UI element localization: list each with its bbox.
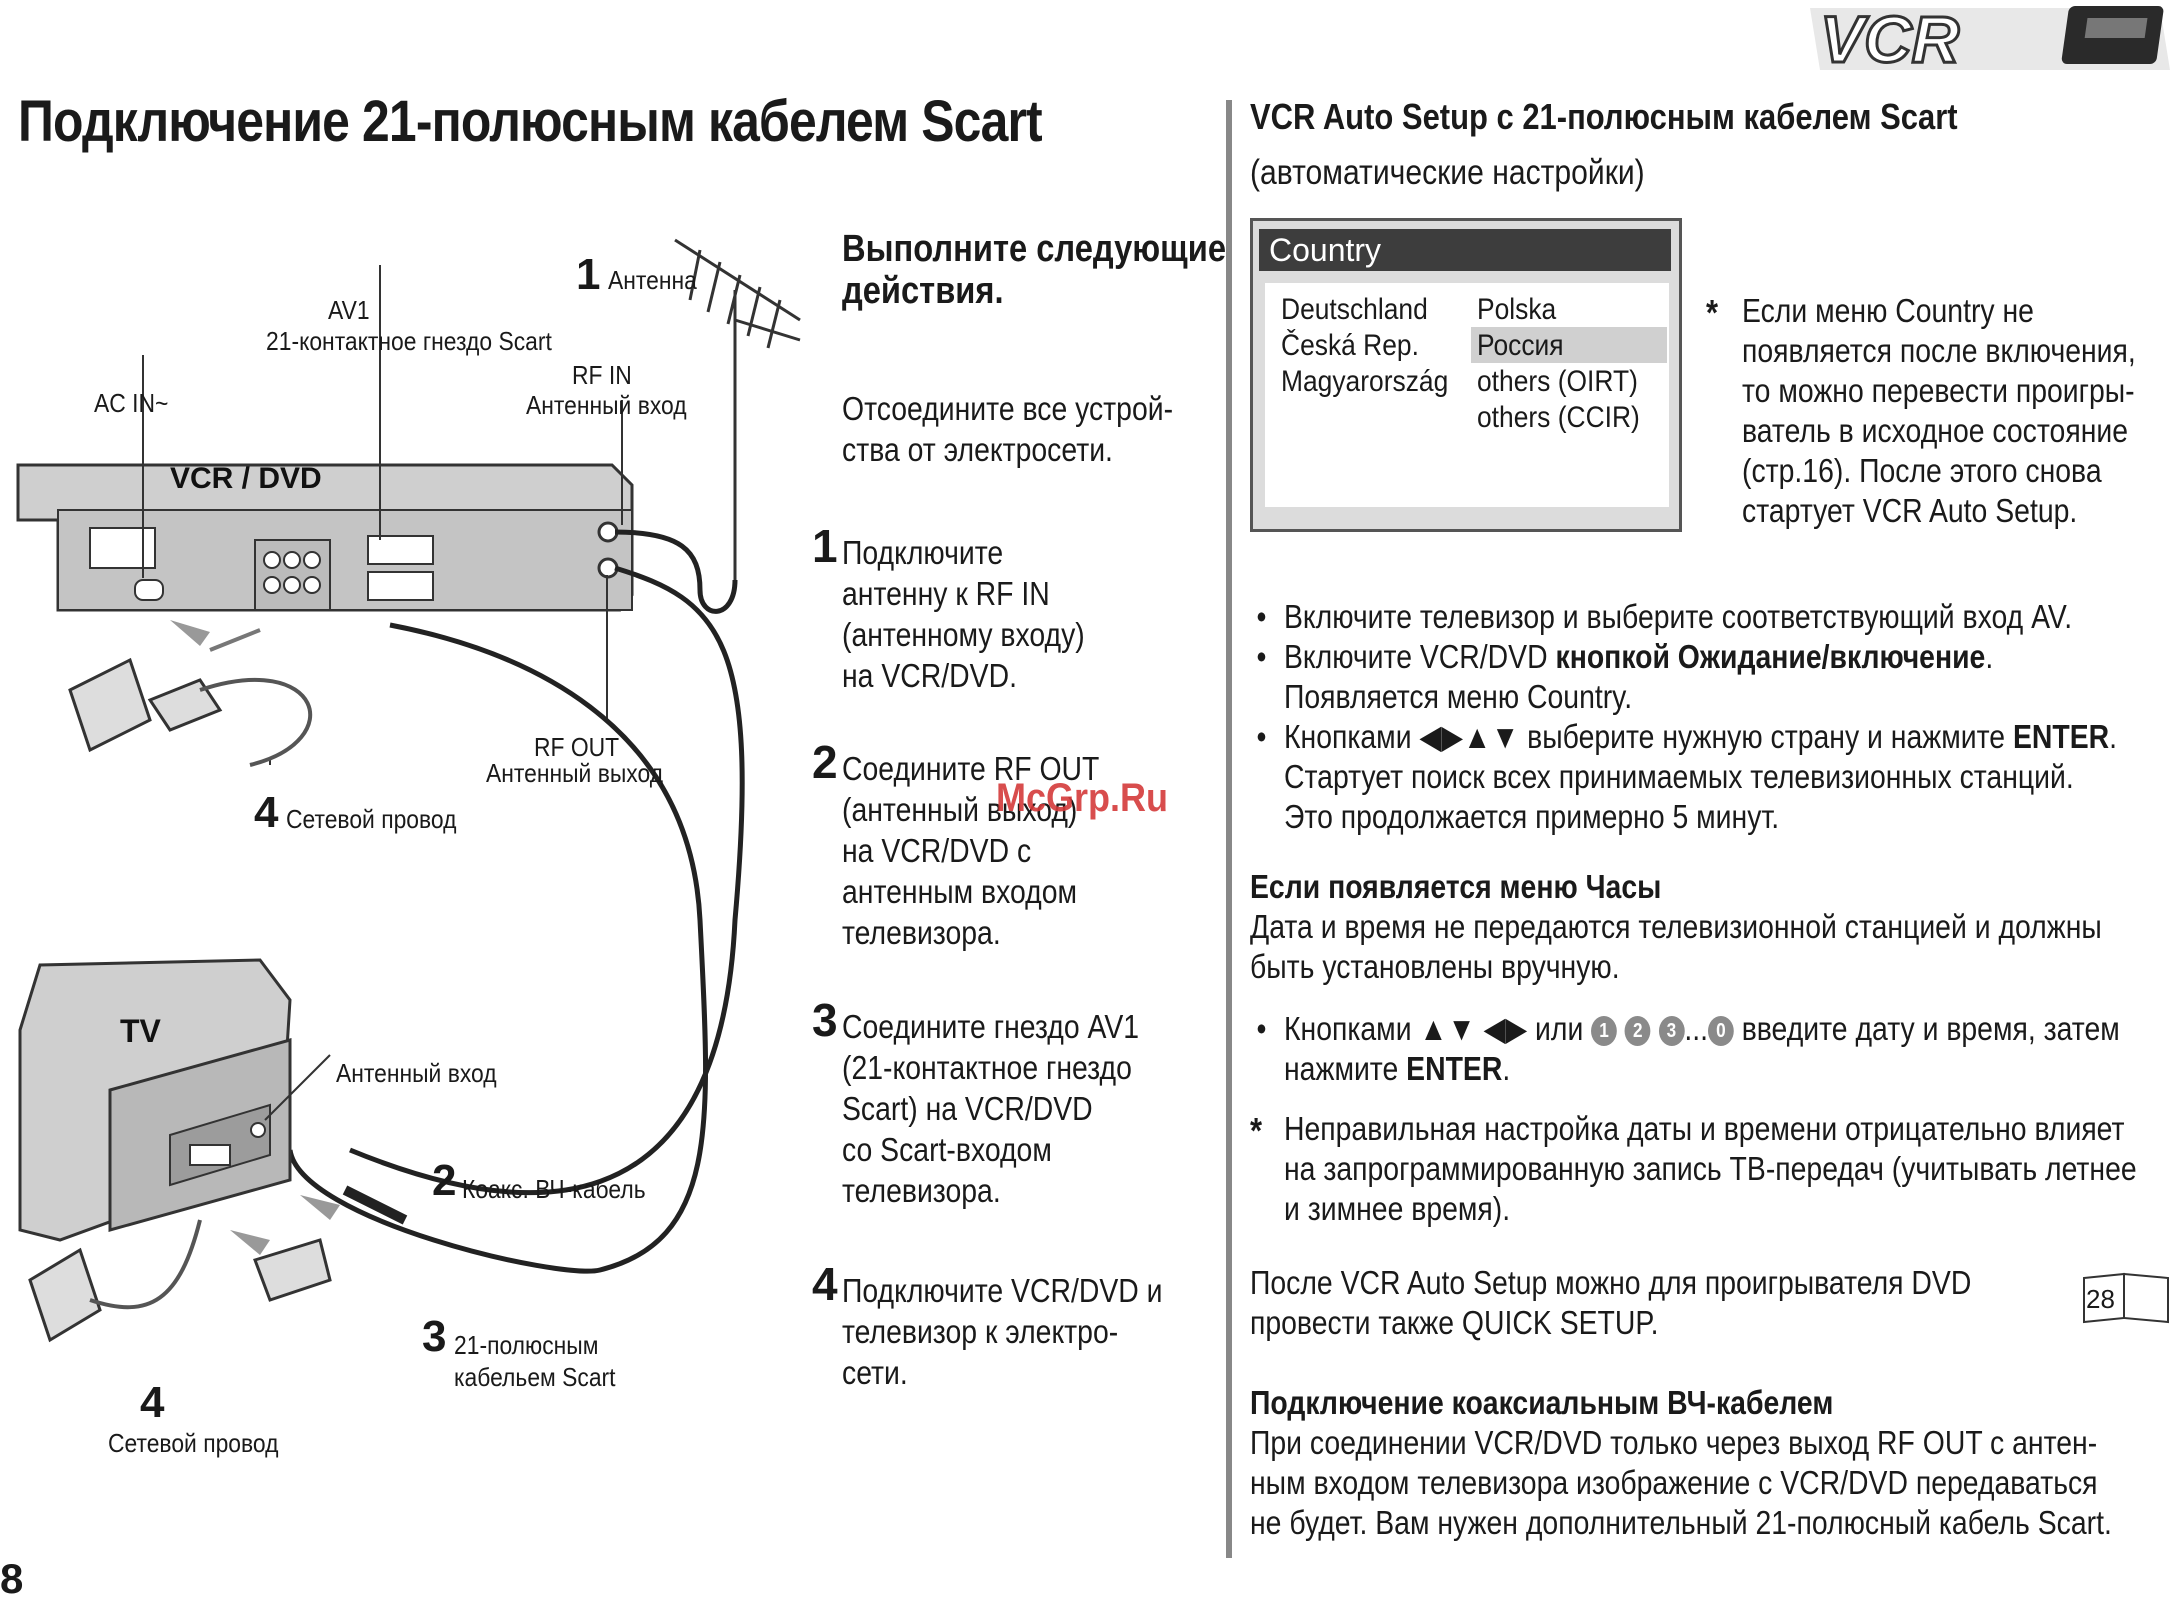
bullet-item: •Включите телевизор и выберите соответст…: [1256, 598, 2073, 635]
rf-out-label: RF OUT: [534, 732, 620, 762]
note-line: стартует VCR Auto Setup.: [1742, 492, 2078, 529]
rf-in-sub-label: Антенный вход: [526, 390, 687, 420]
note-line: Если меню Country не: [1742, 292, 2034, 329]
page-title: Подключение 21-полюсным кабелем Scart: [18, 89, 1043, 154]
clock-heading: Если появляется меню Часы: [1250, 868, 1662, 905]
menu-item[interactable]: Polska: [1477, 293, 1557, 326]
antenna-step-number: 1: [576, 250, 601, 299]
av1-sub-label: 21-контактное гнездо Scart: [266, 326, 552, 356]
page-reference-book-icon: 28: [2080, 1270, 2172, 1326]
warning-line: и зимнее время).: [1284, 1190, 1511, 1227]
menu-item[interactable]: others (OIRT): [1477, 365, 1638, 398]
scart-cable-label-line1: 21-полюсным: [454, 1330, 599, 1360]
menu-item[interactable]: Deutschland: [1281, 293, 1428, 326]
clock-text: быть установлены вручную.: [1250, 948, 1620, 985]
note-line: появляется после включения,: [1742, 332, 2136, 369]
section-subtitle: (автоматические настройки): [1250, 153, 1645, 192]
steps-intro-text: Отсоедините все устрой- ства от электрос…: [842, 390, 1174, 468]
coax-text: При соединении VCR/DVD только через выхо…: [1250, 1424, 2098, 1461]
after-setup-text: После VCR Auto Setup можно для проигрыва…: [1250, 1264, 1972, 1301]
ac-in-label: AC IN~: [94, 388, 169, 418]
step-text: Соедините RF OUT (антенный выход) на VCR…: [842, 750, 1100, 951]
menu-item[interactable]: Česká Rep.: [1281, 329, 1419, 362]
tv-label: TV: [120, 1013, 162, 1049]
vcr-logo-text: VCR: [1820, 2, 1960, 76]
power-plug-icon: [28, 657, 223, 1343]
note-line: (стр.16). После этого снова: [1742, 452, 2102, 489]
note-line: ватель в исходное состояние: [1742, 412, 2129, 449]
step-number: 1: [812, 520, 838, 572]
menu-item[interactable]: Magyarország: [1281, 365, 1449, 398]
tv-power-cord-label: Сетевой провод: [108, 1428, 279, 1458]
step-number: 4: [812, 1258, 838, 1310]
menu-item[interactable]: others (CCIR): [1477, 401, 1640, 434]
av1-label: AV1: [328, 295, 370, 325]
vcr-label: VCR / DVD: [170, 462, 322, 495]
step-item: 4 Подключите VCR/DVD и телевизор к элект…: [812, 1261, 1232, 1393]
note-line: то можно перевести проигры-: [1742, 372, 2135, 409]
bullet-continuation: Это продолжается примерно 5 минут.: [1284, 798, 1780, 835]
coax-heading: Подключение коаксиальным ВЧ-кабелем: [1250, 1384, 1834, 1421]
steps-heading: Выполните следующие действия.: [842, 228, 1226, 312]
bullet-item: •Включите VCR/DVD кнопкой Ожидание/включ…: [1256, 638, 1994, 675]
page-reference-number: 28: [2086, 1284, 2115, 1314]
antenna-icon: [674, 238, 801, 580]
rf-in-label: RF IN: [572, 360, 632, 390]
bullet-item: •Кнопками ◀▶▲▼ выберите нужную страну и …: [1256, 718, 2118, 755]
coax-cable-label: Коакс. ВЧ-кабель: [462, 1174, 646, 1204]
scart-cable-label-line2: кабельем Scart: [454, 1362, 616, 1392]
warning-star: *: [1250, 1110, 1263, 1151]
tv-power-step-number: 4: [140, 1378, 165, 1427]
rf-out-sub-label: Антенный выход: [486, 758, 664, 788]
step-number: 3: [812, 994, 838, 1046]
step-text: Соедините гнездо AV1 (21-контактное гнез…: [842, 1008, 1140, 1209]
clock-text: Дата и время не передаются телевизионной…: [1250, 908, 2102, 945]
column-divider: [1226, 100, 1232, 1558]
watermark: McGrp.Ru: [996, 776, 1169, 820]
step-item: 1 Подключите антенну к RF IN (антенному …: [812, 523, 1232, 696]
step-text: Подключите антенну к RF IN (антенному вх…: [842, 534, 1085, 694]
coax-step-number: 2: [432, 1156, 457, 1205]
bullet-continuation: нажмите ENTER.: [1284, 1050, 1511, 1087]
steps-intro: Отсоедините все устрой- ства от электрос…: [842, 388, 1232, 470]
antenna-label: Антенна: [608, 265, 697, 295]
selected-highlight: [1471, 327, 1667, 363]
bullet-continuation: Стартует поиск всех принимаемых телевизи…: [1284, 758, 2074, 795]
arrow-buttons-icon: ▲▼ ◀▶: [1419, 1010, 1528, 1047]
step-item: 3 Соедините гнездо AV1 (21-контактное гн…: [812, 997, 1232, 1211]
vcr-logo: VCR: [1800, 0, 2177, 80]
power-cord-label: Сетевой провод: [286, 804, 457, 834]
step-item: 2 Соедините RF OUT (антенный выход) на V…: [812, 739, 1232, 953]
step-text: Подключите VCR/DVD и телевизор к электро…: [842, 1272, 1163, 1391]
warning-line: Неправильная настройка даты и времени от…: [1284, 1110, 2125, 1147]
menu-item-selected[interactable]: Россия: [1477, 329, 1564, 362]
coax-text: ным входом телевизора изображение с VCR/…: [1250, 1464, 2098, 1501]
warning-line: на запрограммированную запись ТВ-передач…: [1284, 1150, 2137, 1187]
arrow-buttons-icon: ◀▶▲▼: [1419, 718, 1520, 755]
tv-antenna-in-label: Антенный вход: [336, 1058, 497, 1088]
country-menu: Country Deutschland Česká Rep. Magyarors…: [1250, 218, 1682, 532]
number-button-icon: 1: [1591, 1016, 1617, 1047]
tv-device: [18, 958, 292, 1242]
power-step-number: 4: [254, 788, 279, 837]
number-button-icon: 0: [1708, 1016, 1734, 1047]
after-setup-text: провести также QUICK SETUP.: [1250, 1304, 1659, 1341]
coax-text: не будет. Вам нужен дополнительный 21-по…: [1250, 1504, 2112, 1541]
country-menu-list: Deutschland Česká Rep. Magyarország Pols…: [1265, 283, 1669, 507]
connection-diagram: VCR / DVD TV: [16, 238, 801, 1343]
note-star: *: [1706, 292, 1719, 333]
number-button-icon: 3: [1658, 1016, 1685, 1047]
section-title: VCR Auto Setup с 21-полюсным кабелем Sca…: [1250, 96, 1958, 137]
vcr-dvd-device: [16, 463, 634, 612]
bullet-continuation: Появляется меню Country.: [1284, 678, 1633, 715]
step-number: 2: [812, 736, 838, 788]
page-number: 8: [0, 1555, 24, 1602]
bullet-item: •Кнопками ▲▼ ◀▶ или 1 2 3...0 введите да…: [1256, 1010, 2120, 1047]
country-menu-title: Country: [1259, 229, 1671, 271]
number-button-icon: 2: [1624, 1016, 1651, 1047]
scart-step-number: 3: [422, 1312, 447, 1361]
